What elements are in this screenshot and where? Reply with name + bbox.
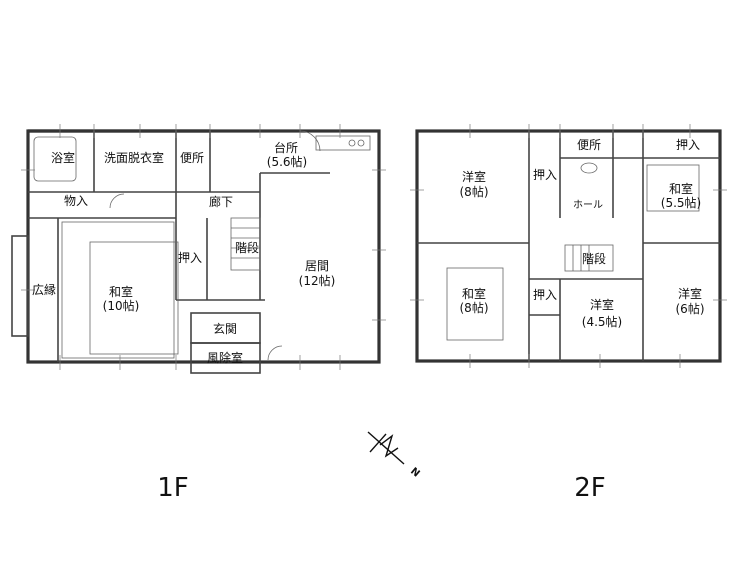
room-size-japanese-sw: (8帖) bbox=[460, 300, 489, 315]
room-label-bath: 浴室 bbox=[51, 150, 75, 165]
floor-2-plan: 洋室 (8帖) 押入 便所 押入 和室 (5.5帖) ホール 階段 押入 和室 … bbox=[410, 124, 727, 503]
room-label-western-mid: 洋室 bbox=[590, 297, 614, 312]
room-size-western-nw: (8帖) bbox=[460, 184, 489, 199]
room-label-western-nw: 洋室 bbox=[462, 169, 486, 184]
room-label-japanese-room-1f: 和室 bbox=[109, 284, 133, 299]
room-size-western-mid: (4.5帖) bbox=[582, 314, 622, 329]
room-label-veranda: 広縁 bbox=[32, 282, 56, 297]
room-size-western-se: (6帖) bbox=[676, 301, 705, 316]
room-label-toilet-1f: 便所 bbox=[180, 151, 204, 165]
room-label-closet-1f: 押入 bbox=[178, 251, 202, 265]
room-label-storage: 物入 bbox=[64, 194, 88, 208]
room-size-living: (12帖) bbox=[299, 273, 336, 288]
north-label: N bbox=[408, 466, 421, 480]
room-label-entrance: 玄関 bbox=[213, 321, 237, 336]
room-label-living: 居間 bbox=[305, 259, 329, 273]
room-label-hall: ホール bbox=[573, 199, 603, 211]
room-label-stairs-2f: 階段 bbox=[582, 251, 606, 266]
room-label-closet-mid-top: 押入 bbox=[533, 168, 557, 182]
room-label-toilet-2f: 便所 bbox=[577, 138, 601, 152]
room-size-japanese-ne: (5.5帖) bbox=[661, 195, 701, 210]
room-label-hallway: 廊下 bbox=[209, 194, 233, 209]
room-label-japanese-sw: 和室 bbox=[462, 286, 486, 301]
room-label-kitchen: 台所 bbox=[274, 140, 298, 155]
room-label-windbreak: 風除室 bbox=[207, 350, 243, 365]
floor-1-plan: 浴室 洗面脱衣室 便所 台所 (5.6帖) 物入 廊下 階段 押入 和室 (10… bbox=[11, 124, 386, 503]
floor-label-2f: 2F bbox=[574, 473, 606, 503]
room-size-japanese-room-1f: (10帖) bbox=[103, 298, 140, 313]
room-label-closet-ne: 押入 bbox=[676, 138, 700, 152]
room-label-washroom: 洗面脱衣室 bbox=[104, 150, 164, 165]
north-arrow-icon: N bbox=[367, 431, 422, 480]
room-label-closet-mid-bottom: 押入 bbox=[533, 288, 557, 302]
room-label-japanese-ne: 和室 bbox=[669, 181, 693, 196]
floor-label-1f: 1F bbox=[157, 473, 189, 503]
room-label-stairs-1f: 階段 bbox=[235, 240, 259, 255]
room-label-western-se: 洋室 bbox=[678, 286, 702, 301]
room-size-kitchen: (5.6帖) bbox=[267, 154, 307, 169]
